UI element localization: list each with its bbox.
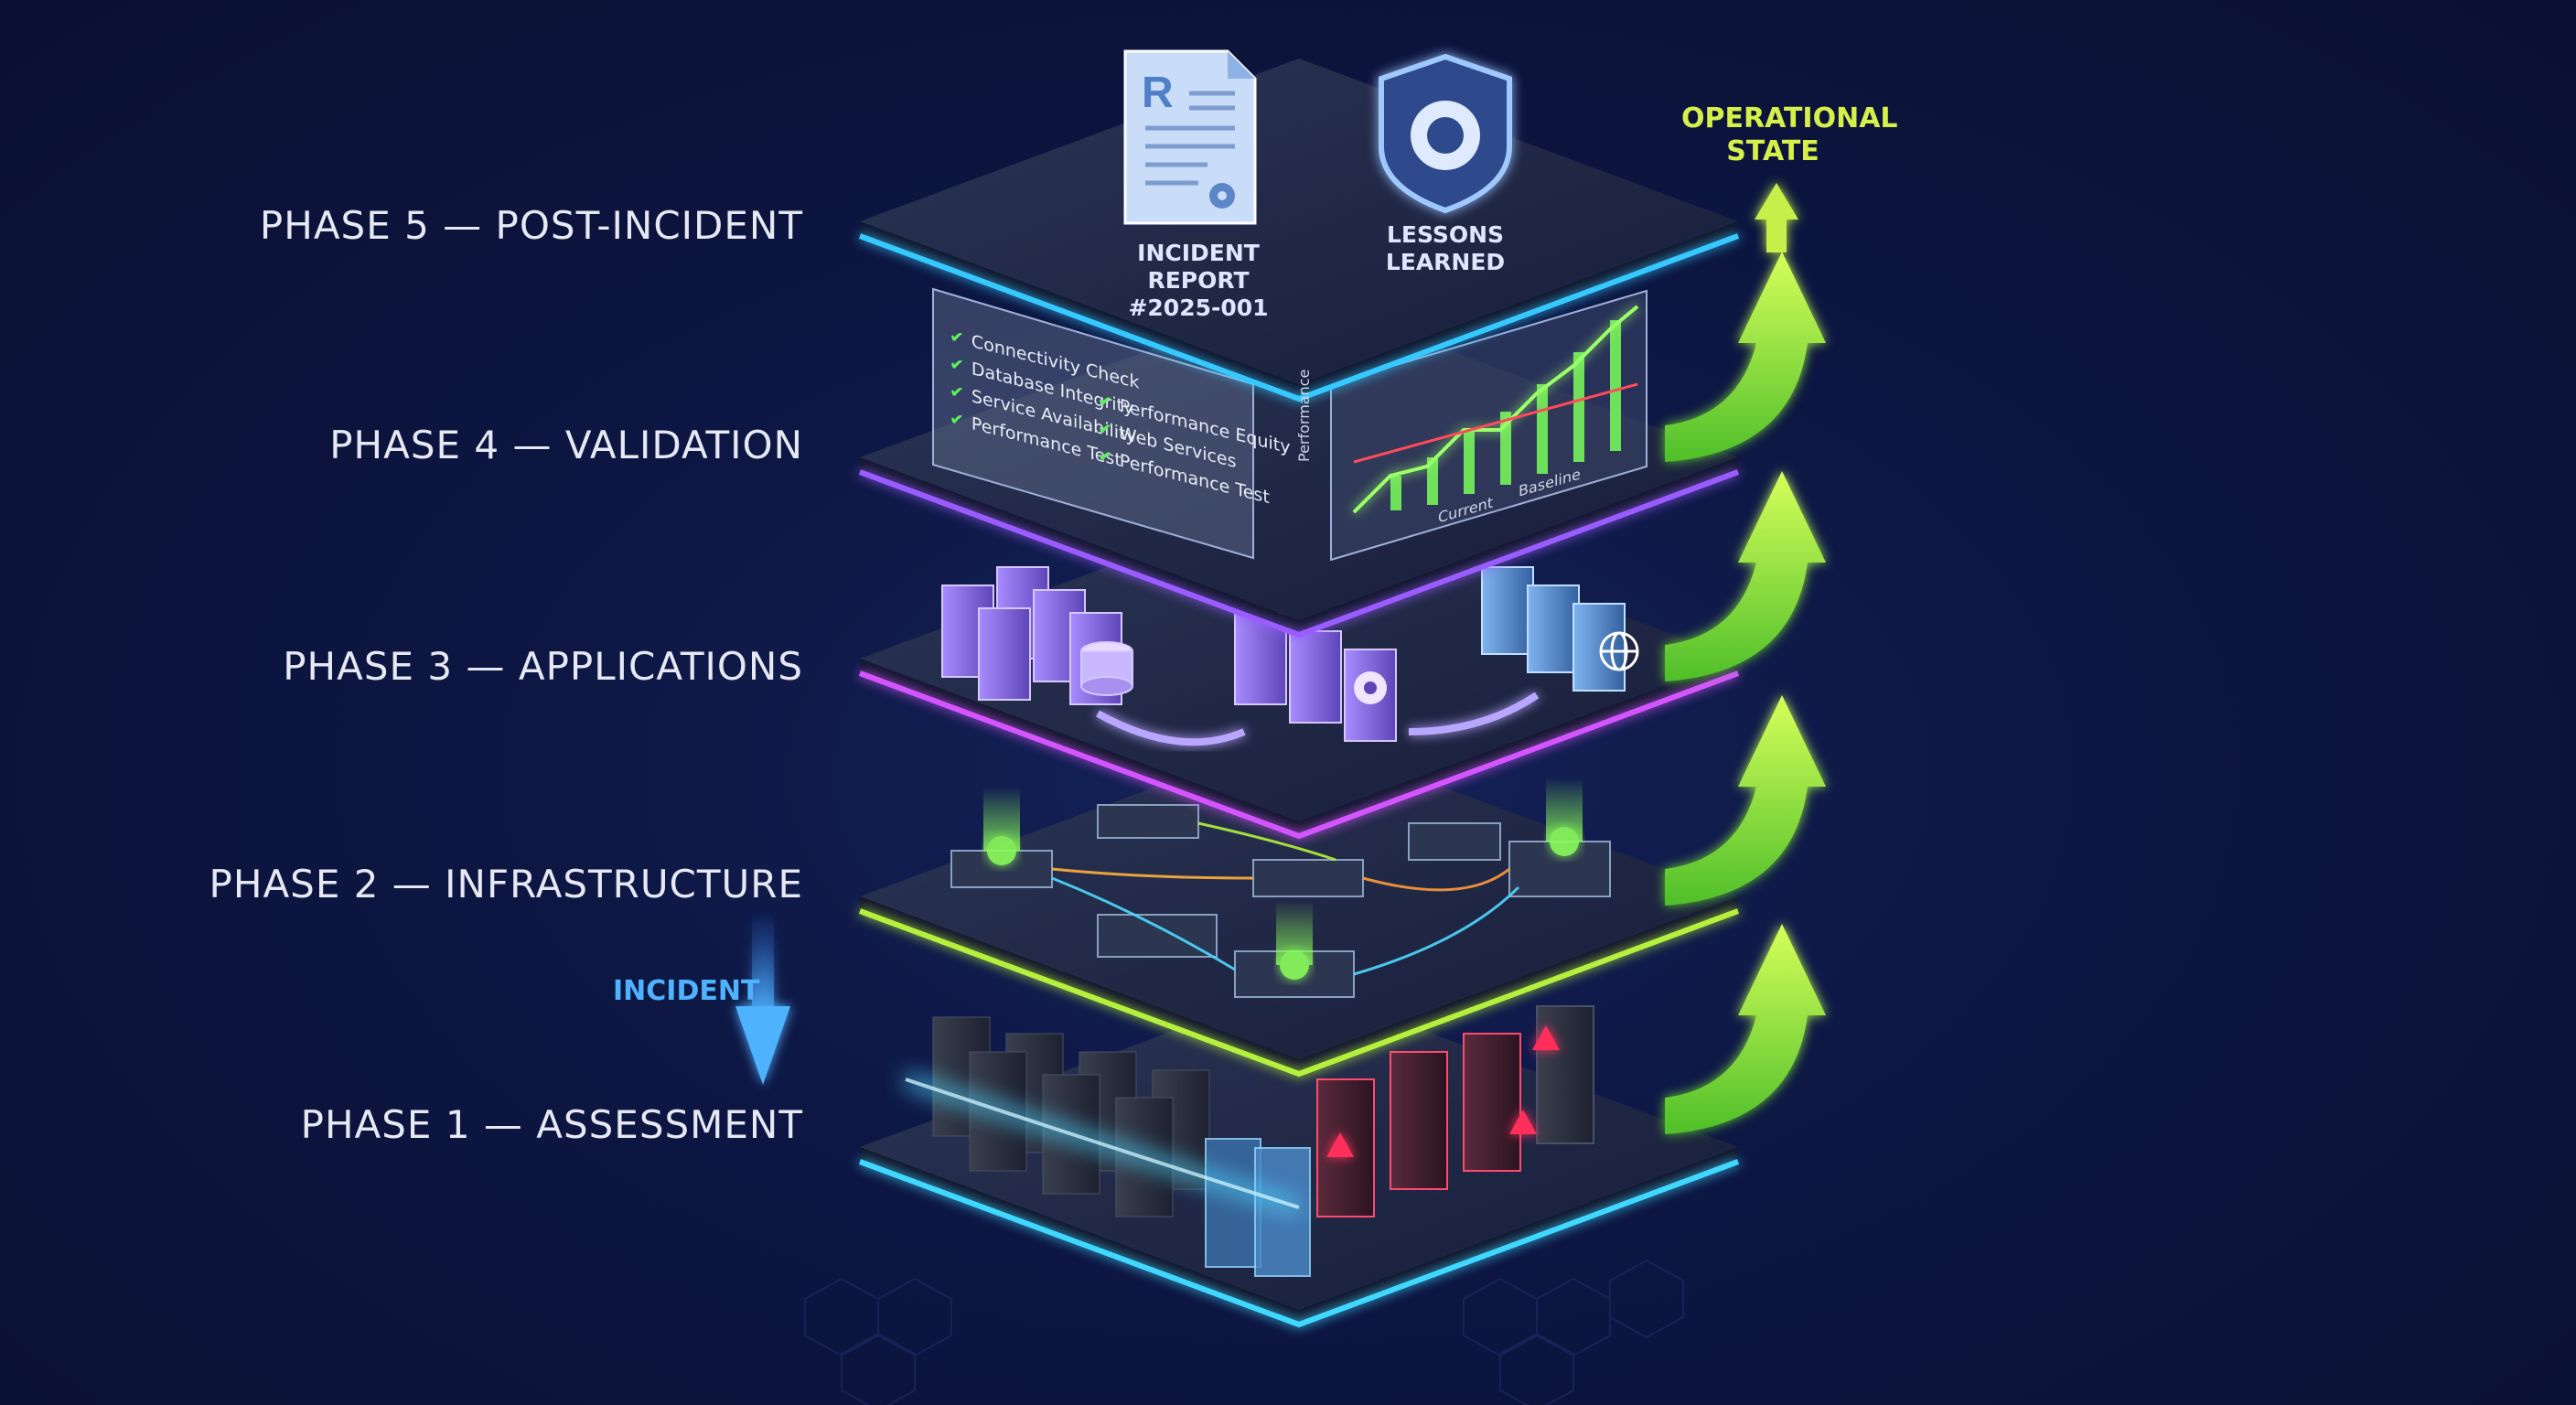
progress-arrow <box>1665 252 1826 462</box>
progress-arrow <box>1665 471 1826 681</box>
incident-report-title: INCIDENT REPORT <box>1137 240 1260 294</box>
phase3-label: PHASE 3 — APPLICATIONS <box>283 644 803 689</box>
chart-axis-label: Performance <box>1295 369 1313 462</box>
lessons-learned-shield-icon <box>1379 53 1512 214</box>
lessons-learned-caption: LESSONS LEARNED <box>1372 221 1519 276</box>
scan-beam <box>903 1073 1302 1214</box>
check-icon: ✔ <box>1098 390 1112 414</box>
phase1-server-racks <box>903 1005 1594 1277</box>
incident-report-caption: INCIDENT REPORT #2025-001 <box>1089 240 1308 322</box>
incident-arrow <box>735 915 790 1085</box>
progress-arrow <box>1665 695 1826 906</box>
phase4-label: PHASE 4 — VALIDATION <box>329 423 803 467</box>
recovered-server-rack <box>1205 1138 1311 1277</box>
lessons-line1: LESSONS <box>1386 221 1505 248</box>
performance-chart-panel <box>1330 289 1648 562</box>
warning-icon <box>1326 1025 1560 1157</box>
incident-report-document-icon <box>1123 49 1257 225</box>
performance-line <box>1352 305 1639 514</box>
web-server-cluster <box>1481 566 1626 692</box>
phase1-label: PHASE 1 — ASSESSMENT <box>300 1102 803 1147</box>
validation-checklist-panel <box>932 287 1254 560</box>
incident-label: INCIDENT <box>613 975 760 1007</box>
progress-arrow <box>1665 924 1826 1134</box>
lessons-line2: LEARNED <box>1385 249 1506 275</box>
operational-state-line2: STATE <box>1726 135 1819 167</box>
operational-state-line1: OPERATIONAL <box>1681 102 1898 134</box>
incident-report-number: #2025-001 <box>1128 295 1269 321</box>
network-cables <box>1051 821 1520 976</box>
check-icon: ✔ <box>950 380 964 404</box>
flow-arrow <box>1096 692 1540 746</box>
globe-icon <box>1599 631 1639 671</box>
check-icon: ✔ <box>1098 417 1112 442</box>
gear-icon <box>1354 671 1387 704</box>
phase2-network-devices <box>950 778 1611 998</box>
check-icon: ✔ <box>950 352 964 377</box>
check-icon: ✔ <box>950 407 964 432</box>
phase3-application-servers <box>941 566 1639 746</box>
baseline-line <box>1353 382 1638 464</box>
operational-state-label: OPERATIONAL STATE <box>1681 102 1898 168</box>
performance-bars <box>1390 320 1621 510</box>
report-letter: R <box>1142 69 1174 117</box>
status-beam <box>983 778 1583 980</box>
phase2-label: PHASE 2 — INFRASTRUCTURE <box>209 862 803 906</box>
phase5-platform <box>858 59 1740 402</box>
operational-state-arrow <box>1755 183 1798 252</box>
database-server-cluster <box>941 566 1133 705</box>
check-icon: ✔ <box>1098 445 1112 469</box>
phase5-label: PHASE 5 — POST-INCIDENT <box>259 203 803 248</box>
hex-floor <box>804 1259 1684 1405</box>
failed-server-rack <box>1316 1005 1594 1217</box>
check-icon: ✔ <box>950 325 964 349</box>
